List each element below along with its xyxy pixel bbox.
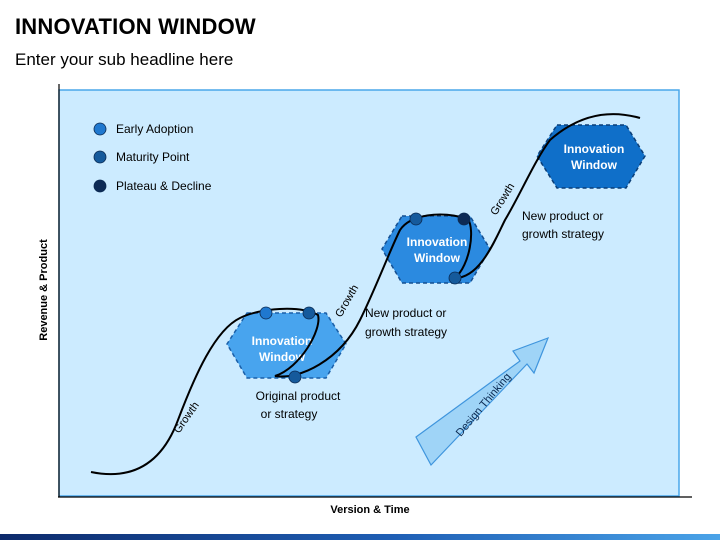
caption-2-line2: growth strategy [365,325,447,339]
legend-early-adoption-label: Early Adoption [116,122,193,136]
caption-3-line1: New product or [522,209,603,223]
growth-curve [90,113,641,476]
page-title: INNOVATION WINDOW [15,14,256,39]
early-adoption-point-1 [259,306,273,320]
caption-3-line2: growth strategy [522,227,604,241]
design-thinking-arrow-shape [415,336,550,467]
innovation-window-3-line1: Innovation [564,142,625,156]
early-adoption-point-2 [409,212,423,226]
y-axis-label: Revenue & Product [38,239,50,341]
plateau-point-1 [288,370,302,384]
plateau-point-2 [448,271,462,285]
legend-plateau-decline-marker [93,179,107,193]
innovation-window-1: Innovation Window [226,312,347,379]
innovation-window-3-hexagon [536,124,646,189]
innovation-window-1-line1: Innovation [252,334,313,348]
caption-1-line1: Original product [256,389,341,403]
maturity-point-1 [302,306,316,320]
innovation-window-1-line2: Window [259,350,306,364]
maturity-point-2 [457,212,471,226]
innovation-window-2: Innovation Window [381,215,491,284]
innovation-window-3-line2: Window [571,158,618,172]
x-axis-label: Version & Time [330,504,410,516]
innovation-window-2-hexagon [381,215,491,284]
page-subtitle: Enter your sub headline here [15,50,234,69]
caption-2-line1: New product or [365,306,446,320]
legend-early-adoption-marker [93,122,107,136]
caption-1-line2: or strategy [261,407,318,421]
legend-maturity-point-marker [93,150,107,164]
legend-plateau-decline-label: Plateau & Decline [116,179,212,193]
footer-accent-bar [0,534,720,540]
innovation-window-3: Innovation Window [536,124,646,189]
innovation-window-2-line1: Innovation [407,235,468,249]
innovation-window-2-line2: Window [414,251,461,265]
legend: Early Adoption Maturity Point Plateau & … [93,122,212,193]
legend-maturity-point-label: Maturity Point [116,150,190,164]
